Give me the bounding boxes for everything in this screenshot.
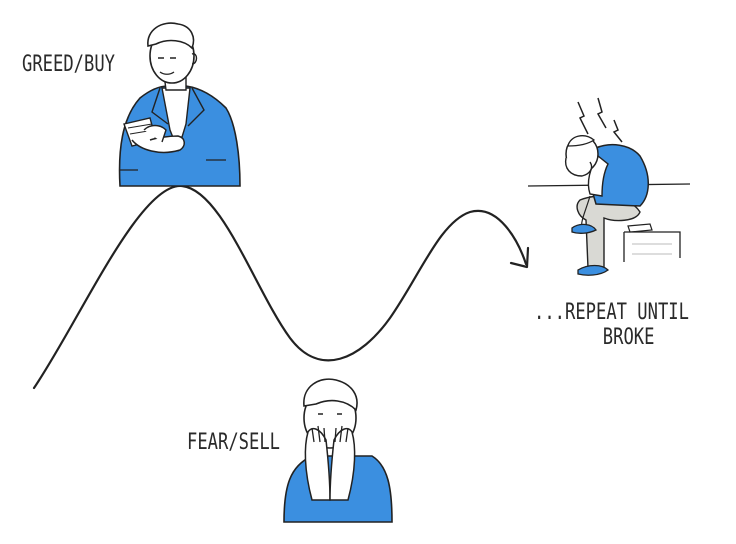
phone-icon — [627, 223, 653, 233]
cycle-arrow-head — [509, 246, 530, 269]
label-repeat-line2: BROKE — [602, 325, 655, 351]
label-fear-sell: FEAR/SELL — [187, 430, 280, 455]
label-repeat-line1: ...REPEAT UNTIL — [534, 300, 689, 325]
broke-man-figure — [527, 97, 691, 276]
cycle-wave-line — [32, 184, 528, 390]
label-repeat-until-broke: ...REPEAT UNTIL BROKE — [534, 300, 689, 351]
stress-lightning-icon — [577, 101, 589, 135]
fearful-man-figure — [283, 378, 393, 523]
greedy-man-figure — [118, 22, 241, 187]
label-greed-buy: GREED/BUY — [22, 52, 115, 77]
